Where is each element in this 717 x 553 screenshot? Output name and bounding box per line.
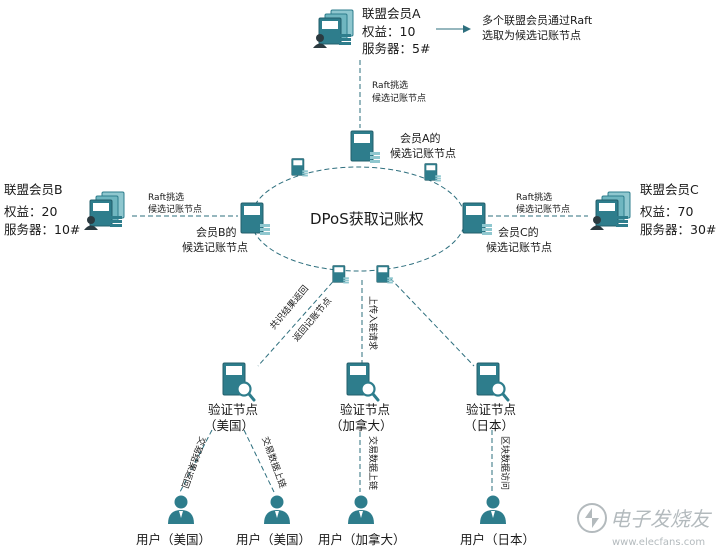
- verifier-jp: 验证节点 （日本）: [464, 362, 516, 433]
- candidate-b-line2: 候选记账节点: [182, 240, 248, 254]
- user-2: 用户（美国）: [236, 495, 311, 547]
- label-user-upload-ca: 交易数据上链: [367, 436, 379, 490]
- user-4: 用户（日本）: [460, 495, 535, 547]
- document-node-icon: [462, 202, 492, 236]
- raft-c-line1: Raft挑选: [516, 191, 552, 203]
- server-stack-icon: [590, 191, 631, 230]
- document-node-icon: [240, 202, 270, 236]
- member-a: 联盟会员A 权益：10 服务器：5#: [313, 6, 430, 56]
- raft-a-line1: Raft挑选: [372, 79, 408, 91]
- label-upload-request: 上传入链请求: [367, 296, 379, 350]
- member-c: 联盟会员C 权益：70 服务器：30#: [590, 182, 716, 237]
- magnifier-document-icon: [222, 362, 256, 402]
- candidate-c-line2: 候选记账节点: [486, 240, 552, 254]
- candidate-a-line1: 会员A的: [400, 131, 441, 145]
- watermark-logo-icon: [577, 503, 607, 533]
- member-b: 联盟会员B 权益：20 服务器：10#: [4, 182, 125, 237]
- label-user-return: 交易结果返回: [179, 435, 209, 490]
- raft-note: 多个联盟会员通过Raft 选取为候选记账节点: [482, 13, 593, 42]
- candidate-a-line2: 候选记账节点: [390, 146, 456, 160]
- edge-verifier-us-to-user1: [179, 429, 213, 493]
- raft-a-line2: 候选记账节点: [372, 92, 426, 104]
- user-icon: [168, 495, 194, 524]
- verifier-ca-title: 验证节点: [340, 402, 390, 417]
- member-b-servers: 服务器：10#: [4, 222, 80, 237]
- edge-ring-to-verifier-us: [257, 275, 339, 367]
- verifier-us-country: （美国）: [204, 418, 254, 433]
- user-4-label: 用户（日本）: [460, 532, 535, 547]
- user-3-label: 用户（加拿大）: [318, 532, 406, 547]
- user-1-label: 用户（美国）: [136, 532, 211, 547]
- watermark-brand: 电子发烧友: [610, 507, 713, 531]
- document-node-icon: [350, 130, 380, 164]
- raft-b-line2: 候选记账节点: [148, 203, 202, 215]
- raft-b-line1: Raft挑选: [148, 191, 184, 203]
- user-3: 用户（加拿大）: [318, 495, 406, 547]
- member-a-name: 联盟会员A: [362, 6, 421, 21]
- note-line2: 选取为候选记账节点: [482, 28, 581, 42]
- user-1: 用户（美国）: [136, 495, 211, 547]
- verifier-ca-country: （加拿大）: [330, 418, 393, 433]
- verifier-us-title: 验证节点: [208, 402, 258, 417]
- member-c-equity: 权益：70: [640, 204, 693, 219]
- user-icon: [264, 495, 290, 524]
- member-b-name: 联盟会员B: [4, 182, 63, 197]
- verifier-jp-country: （日本）: [464, 418, 514, 433]
- raft-label-a: Raft挑选 候选记账节点: [372, 79, 426, 104]
- member-c-servers: 服务器：30#: [640, 222, 716, 237]
- server-stack-icon: [84, 191, 125, 230]
- center-title: DPoS获取记账权: [310, 210, 424, 228]
- edge-ring-to-verifier-jp: [389, 277, 475, 367]
- member-a-servers: 服务器：5#: [362, 41, 430, 56]
- small-node-icon: [332, 265, 349, 284]
- edge-verifier-us-to-user2: [243, 429, 275, 493]
- candidate-c: 会员C的 候选记账节点: [462, 202, 552, 254]
- user-icon: [348, 495, 374, 524]
- label-block-access: 区块数据访问: [499, 436, 511, 490]
- candidate-b-line1: 会员B的: [196, 225, 237, 239]
- candidate-b: 会员B的 候选记账节点: [182, 202, 270, 254]
- verifier-jp-title: 验证节点: [466, 402, 516, 417]
- magnifier-document-icon: [346, 362, 380, 402]
- candidate-c-line1: 会员C的: [498, 225, 539, 239]
- candidate-a: 会员A的 候选记账节点: [350, 130, 456, 164]
- member-a-equity: 权益：10: [362, 24, 415, 39]
- raft-label-b: Raft挑选 候选记账节点: [148, 191, 202, 215]
- verifier-us: 验证节点 （美国）: [204, 362, 258, 433]
- watermark: 电子发烧友 www.elecfans.com: [577, 503, 713, 548]
- magnifier-document-icon: [476, 362, 510, 402]
- small-node-icon: [291, 158, 308, 177]
- small-node-icon: [376, 265, 393, 284]
- label-user-upload-us: 交易数据上链: [259, 435, 289, 490]
- raft-label-c: Raft挑选 候选记账节点: [516, 191, 570, 215]
- user-2-label: 用户（美国）: [236, 532, 311, 547]
- small-node-icon: [424, 163, 441, 182]
- note-line1: 多个联盟会员通过Raft: [482, 13, 593, 27]
- member-b-equity: 权益：20: [4, 204, 57, 219]
- verifier-ca: 验证节点 （加拿大）: [330, 362, 393, 433]
- user-icon: [480, 495, 506, 524]
- member-c-name: 联盟会员C: [640, 182, 699, 197]
- server-stack-icon: [313, 9, 354, 48]
- raft-c-line2: 候选记账节点: [516, 203, 570, 215]
- watermark-url: www.elecfans.com: [612, 537, 705, 548]
